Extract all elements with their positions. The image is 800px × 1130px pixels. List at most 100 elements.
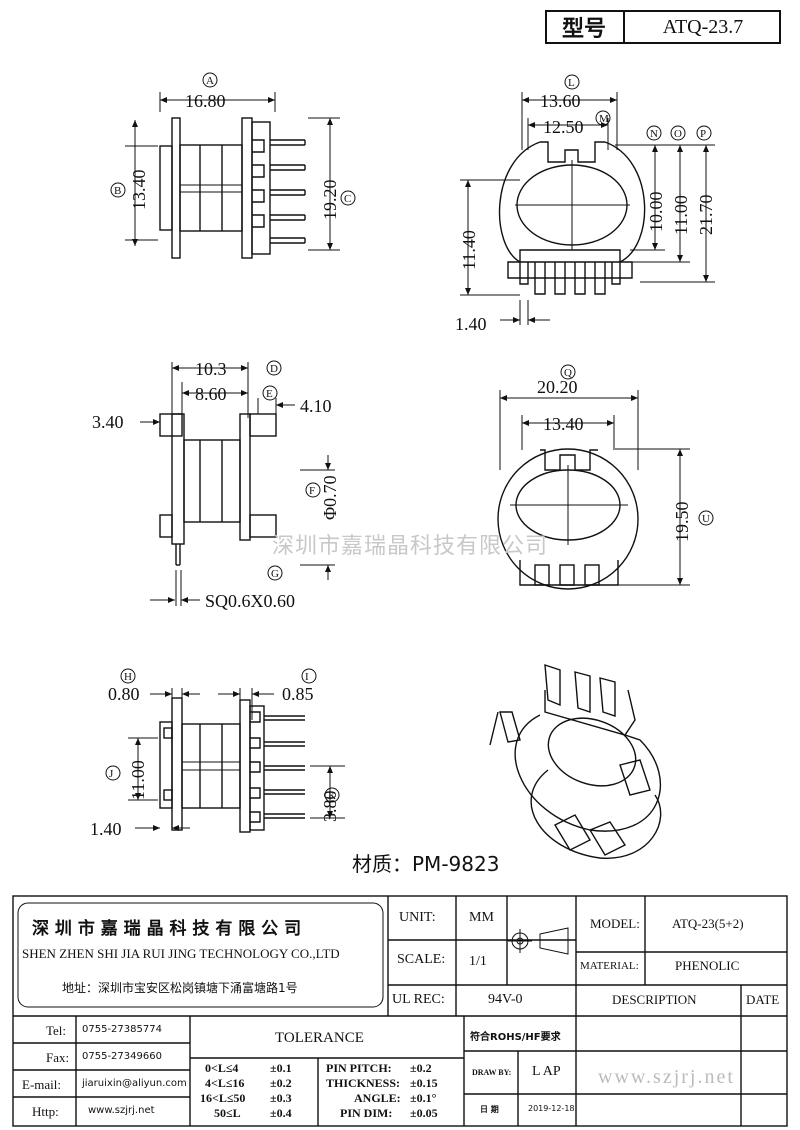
spec-name: THICKNESS: [326, 1076, 401, 1090]
tol-range: 50≤L [214, 1106, 241, 1120]
label-B: B [114, 185, 121, 197]
spec-tol: ±0.15 [410, 1076, 438, 1090]
http-label: Http: [32, 1104, 59, 1119]
label-A: A [206, 75, 214, 87]
spec-tol: ±0.2 [410, 1061, 432, 1075]
label-N: N [650, 128, 658, 140]
ul-label: UL REC: [392, 992, 445, 1007]
scale-value: 1/1 [469, 954, 487, 969]
dim-3.40: 3.40 [92, 412, 124, 432]
material-label: MATERIAL: [580, 960, 639, 972]
email-value: jiaruixin@aliyun.com [82, 1078, 187, 1089]
label-L: L [568, 77, 575, 89]
dim-13.40-rear: 13.40 [543, 414, 584, 434]
dim-F: Φ0.70 [320, 475, 340, 520]
label-F: F [309, 485, 315, 497]
dim-Q: 20.20 [537, 377, 578, 397]
dim-D: 10.3 [195, 359, 227, 379]
dim-N: 10.00 [646, 192, 666, 233]
company-en: SHEN ZHEN SHI JIA RUI JING TECHNOLOGY CO… [22, 946, 340, 961]
fax-label: Fax: [46, 1050, 70, 1065]
label-C: C [344, 193, 351, 205]
http-value: www.szjrj.net [88, 1105, 155, 1116]
ul-value: 94V-0 [488, 992, 523, 1007]
label-G: G [271, 568, 279, 580]
bottom-left-view [105, 668, 345, 833]
isometric-view [489, 663, 662, 859]
dim-J: 11.00 [128, 760, 148, 800]
dim-G: SQ0.6X0.60 [205, 591, 295, 611]
dim-1.40-bottom: 1.40 [90, 819, 122, 839]
top-left-side-view [110, 72, 356, 259]
label-O: O [674, 128, 682, 140]
model-header-box [545, 10, 781, 44]
dim-U: 19.50 [672, 502, 692, 543]
tol-value: ±0.3 [270, 1091, 292, 1105]
rohs-note: 符合ROHS/HF要求 [470, 1032, 561, 1043]
dim-I: 0.85 [282, 684, 314, 704]
label-U: U [702, 513, 710, 525]
label-I: I [305, 671, 309, 683]
tol-value: ±0.4 [270, 1106, 292, 1120]
top-right-front-view [460, 74, 715, 325]
dim-B: 13.40 [129, 170, 149, 211]
tol-value: ±0.1 [270, 1061, 292, 1075]
fax-value: 0755-27349660 [82, 1051, 162, 1062]
dim-C: 19.20 [320, 180, 340, 221]
tel-label: Tel: [46, 1023, 67, 1038]
dim-4.10: 4.10 [300, 396, 332, 416]
technical-drawing: 16.80 A 13.40 B 19.20 C 13.60 L 12.50 M … [90, 72, 716, 859]
description-label: DESCRIPTION [612, 992, 697, 1007]
tol-value: ±0.2 [270, 1076, 292, 1090]
spec-tol: ±0.1° [410, 1091, 437, 1105]
model-header-label: 型号 [545, 10, 625, 44]
dim-1.40-top: 1.40 [455, 314, 487, 334]
material-value: PHENOLIC [675, 958, 740, 973]
dim-E: 8.60 [195, 384, 227, 404]
label-P: P [700, 128, 706, 140]
draw-by-value: L AP [532, 1064, 561, 1079]
dim-K: 3.80 [320, 791, 340, 823]
company-address: 地址：深圳市宝安区松岗镇塘下涌富塘路1号 [62, 981, 298, 995]
label-K: K [328, 790, 336, 802]
spec-name: ANGLE: [354, 1091, 401, 1105]
dim-L: 13.60 [540, 91, 581, 111]
label-E: E [266, 388, 273, 400]
model-label: MODEL: [590, 916, 640, 931]
mid-left-side-view [140, 360, 335, 606]
spec-tol: ±0.05 [410, 1106, 438, 1120]
dim-P: 21.70 [696, 195, 716, 236]
label-J: J [109, 768, 114, 780]
company-cn: 深 圳 市 嘉 瑞 晶 科 技 有 限 公 司 [32, 919, 302, 939]
date-label: DATE [746, 992, 780, 1007]
dim-A: 16.80 [185, 91, 226, 111]
label-Q: Q [564, 367, 572, 379]
label-H: H [124, 671, 132, 683]
tol-range: 4<L≤16 [205, 1076, 245, 1090]
unit-value: MM [469, 910, 494, 925]
spec-name: PIN DIM: [340, 1106, 393, 1120]
date-value: 2019-12-18 [528, 1104, 575, 1113]
draw-by-label: DRAW BY: [472, 1068, 512, 1077]
label-M: M [599, 113, 609, 125]
dim-11.40: 11.40 [459, 230, 479, 270]
material-line: 材质：PM-9823 [352, 852, 500, 876]
dim-O: 11.00 [671, 195, 691, 235]
watermark: 深圳市嘉瑞晶科技有限公司 [272, 534, 549, 559]
website-watermark: www.szjrj.net [598, 1066, 735, 1088]
tolerance-label: TOLERANCE [275, 1030, 364, 1046]
tol-range: 0<L≤4 [205, 1061, 239, 1075]
model-header-value: ATQ-23.7 [662, 15, 744, 38]
email-label: E-mail: [22, 1077, 61, 1092]
date-cn-label: 日 期 [480, 1105, 499, 1114]
dim-M: 12.50 [543, 117, 584, 137]
tol-range: 16<L≤50 [200, 1091, 246, 1105]
tel-value: 0755-27385774 [82, 1024, 162, 1035]
scale-label: SCALE: [397, 952, 446, 967]
mid-right-rear-view [497, 364, 714, 590]
label-D: D [270, 363, 278, 375]
unit-label: UNIT: [399, 910, 436, 925]
spec-name: PIN PITCH: [326, 1061, 392, 1075]
model-value: ATQ-23(5+2) [672, 916, 744, 931]
dim-H: 0.80 [108, 684, 140, 704]
